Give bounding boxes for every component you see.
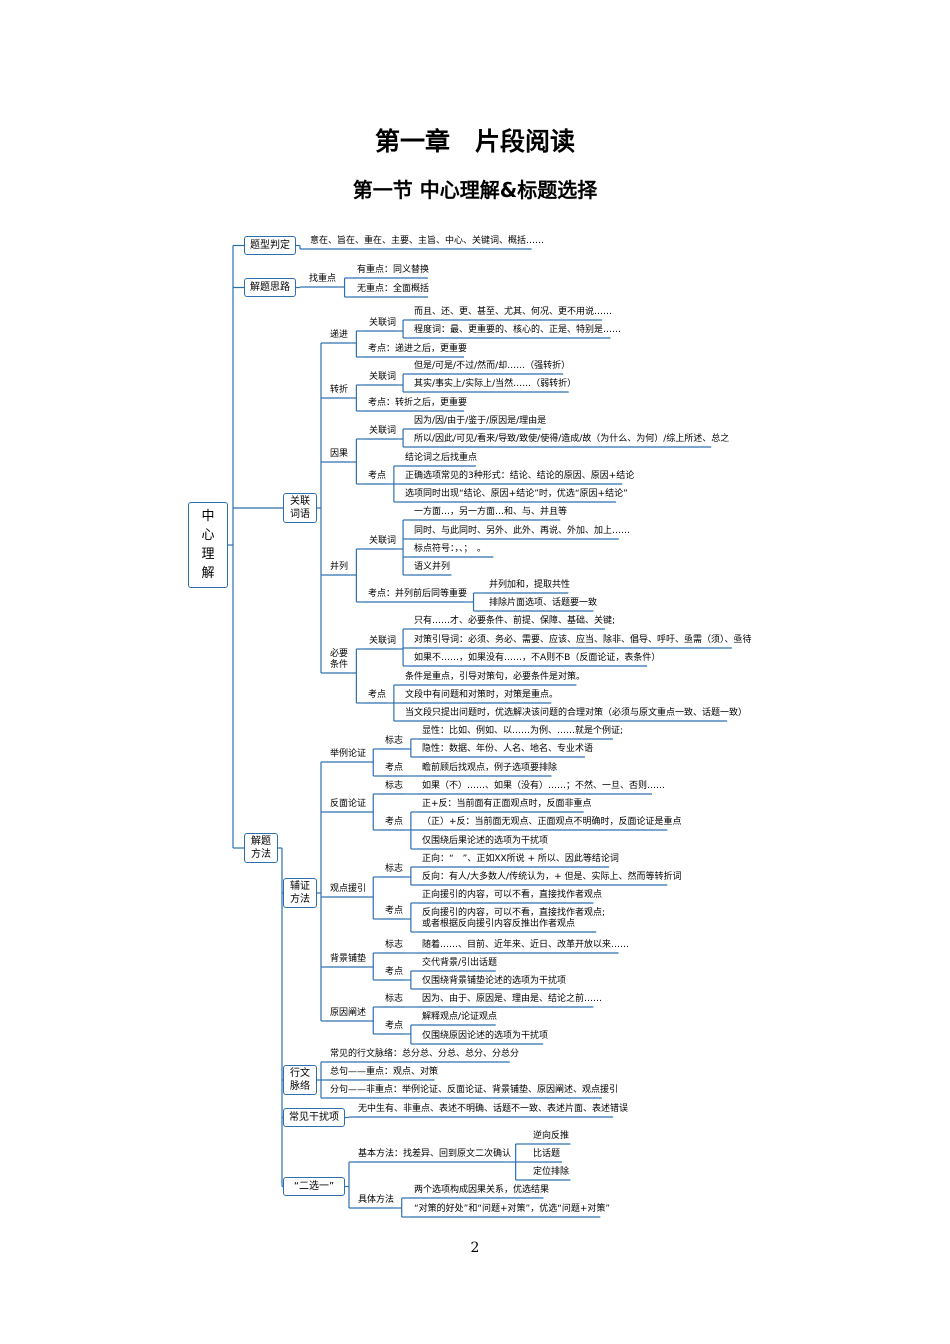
node-yg-2: 所以/因此/可见/看来/导致/致使/使得/造成/故（为什么、为何）/综上所述、总… — [414, 434, 730, 444]
node-fanmian: 反面论证 — [330, 799, 367, 809]
node-jl-2: 隐性：数据、年份、人名、地名、专业术语 — [422, 744, 594, 754]
node-xw-2: 总句——重点：观点、对策 — [330, 1067, 439, 1077]
node-tixing: 题型判定 — [244, 236, 296, 255]
node-ex-jb2: 比话题 — [533, 1149, 561, 1159]
node-biyao: 必要 条件 — [330, 649, 349, 670]
node-yg-kd: 考点 — [368, 471, 387, 481]
node-bl-4: 语义并列 — [414, 562, 451, 572]
node-by-k3: 当文段只提出问题时，优选解决该问题的合理对策（必须与原文重点一致、话题一致） — [405, 708, 748, 718]
node-bj-k2: 仅围绕背景铺垫论述的选项为干扰项 — [422, 976, 567, 986]
node-dj-1: 而且、还、更、甚至、尤其、何况、更不用说…… — [414, 307, 613, 317]
node-bj-bz: 标志 — [385, 940, 404, 950]
node-ex-jb3: 定位排除 — [533, 1167, 570, 1177]
node-gd-k2: 反向援引的内容，可以不看，直接找作者观点; 或者根据反向援引内容反推出作者观点 — [422, 908, 606, 929]
node-bl-k1: 并列加和，提取共性 — [489, 580, 571, 590]
node-yy-kd: 考点 — [385, 1021, 404, 1031]
node-yuanyin: 原因阐述 — [330, 1008, 367, 1018]
node-yy-1: 因为、由于、原因是、理由是、结论之前…… — [422, 994, 603, 1004]
node-beijing: 背景铺垫 — [330, 954, 367, 964]
node-ex-jt2: “对策的好处”和“问题+对策”，优选“问题+对策” — [414, 1204, 611, 1214]
node-xw-3: 分句——非重点：举例论证、反面论证、背景铺垫、原因阐述、观点援引 — [330, 1085, 619, 1095]
node-by-k1: 条件是重点，引导对策句，必要条件是对策。 — [405, 672, 586, 682]
node-gd-2: 反向：有人/大多数人/传统认为，+ 但是、实际上、然而等转折词 — [422, 872, 682, 882]
node-jl-k1: 瞻前顾后找观点，例子选项要排除 — [422, 763, 558, 773]
node-by-2: 对策引导词：必须、务必、需要、应该、应当、除非、倡导、呼吁、亟需（须）、亟待 — [414, 635, 752, 645]
node-bl-1: 一方面…，另一方面…和、与、并且等 — [414, 507, 568, 517]
node-bl-gl: 关联词 — [369, 536, 397, 546]
node-yg-k1: 结论词之后找重点 — [405, 453, 478, 463]
node-xingwen: 行文 脉络 — [283, 1065, 317, 1095]
node-fuzheng: 辅证 方法 — [283, 878, 317, 908]
node-jl-kd: 考点 — [385, 763, 404, 773]
node-ex-jb: 基本方法：找差异、回到原文二次确认 — [358, 1149, 512, 1159]
chapter-title: 第一章 片段阅读 — [374, 127, 575, 156]
node-guanlian: 关联 词语 — [283, 493, 317, 523]
node-jieti: 解题思路 — [244, 278, 296, 297]
section-title: 第一节 中心理解&标题选择 — [352, 178, 598, 202]
node-guandian: 观点援引 — [330, 884, 367, 894]
node-ex-jb1: 逆向反推 — [533, 1131, 570, 1141]
node-fm-bz: 标志 — [385, 781, 404, 791]
node-yg-k2: 正确选项常见的3种形式：结论、结论的原因、原因+结论 — [405, 471, 635, 481]
node-yy-bz: 标志 — [385, 994, 404, 1004]
node-zz-1: 但是/可是/不过/然而/却……（强转折） — [414, 361, 571, 371]
node-zz-gl: 关联词 — [369, 372, 397, 382]
node-fm-k2: （正）+反：当前面无观点、正面观点不明确时，反面论证是重点 — [422, 817, 682, 827]
node-yg-gl: 关联词 — [369, 426, 397, 436]
node-you: 有重点：同义替换 — [357, 265, 430, 275]
node-binglie: 并列 — [330, 562, 349, 572]
node-by-gl: 关联词 — [369, 636, 397, 646]
page-number: 2 — [470, 1240, 480, 1256]
node-by-1: 只有……才、必要条件、前提、保障、基础、关键; — [414, 616, 616, 626]
node-jl-bz: 标志 — [385, 736, 404, 746]
node-bl-kd: 考点：并列前后同等重要 — [368, 589, 468, 599]
node-zz-2: 其实/事实上/实际上/当然……（弱转折） — [414, 379, 577, 389]
node-erxuan: “二选一” — [283, 1177, 345, 1196]
node-gd-k1: 正向援引的内容，可以不看，直接找作者观点 — [422, 890, 603, 900]
node-ex-jt: 具体方法 — [358, 1195, 395, 1205]
node-by-kd: 考点 — [368, 690, 387, 700]
node-jvli: 举例论证 — [330, 749, 367, 759]
node-fm-1: 如果（不）……、如果（没有）……；不然、一旦、否则…… — [422, 781, 666, 791]
node-cj-1: 无中生有、非重点、表述不明确、话题不一致、表述片面、表述错误 — [358, 1104, 629, 1114]
node-bj-k1: 交代背景/引出话题 — [422, 958, 498, 968]
node-fm-k3: 仅围绕后果论述的选项为干扰项 — [422, 836, 549, 846]
node-dj-kd: 考点：递进之后，更重要 — [368, 344, 468, 354]
node-tixing-c: 意在、旨在、重在、主要、主旨、中心、关键词、概括…… — [310, 236, 545, 246]
node-dj-gl: 关联词 — [369, 318, 397, 328]
node-fm-kd: 考点 — [385, 817, 404, 827]
node-dijin: 递进 — [330, 330, 349, 340]
node-ex-jt1: 两个选项构成因果关系，优选结果 — [414, 1185, 550, 1195]
node-by-k2: 文段中有问题和对策时，对策是重点。 — [405, 690, 559, 700]
node-yinguo: 因果 — [330, 449, 349, 459]
node-yg-k3: 选项同时出现“结论、原因+结论”时，优选“原因+结论” — [405, 489, 628, 499]
node-zz-kd: 考点：转折之后，更重要 — [368, 398, 468, 408]
node-bl-3: 标点符号：，、； 。 — [414, 544, 487, 554]
node-yy-k1: 解释观点/论证观点 — [422, 1012, 498, 1022]
node-gd-bz: 标志 — [385, 864, 404, 874]
node-yy-k2: 仅围绕原因论述的选项为干扰项 — [422, 1031, 549, 1041]
node-zhuanzhe: 转折 — [330, 385, 349, 395]
node-jl-1: 显性：比如、例如、以……为例、……就是个例证; — [422, 726, 624, 736]
node-bl-2: 同时、与此同时、另外、此外、再说、外加、加上…… — [414, 526, 631, 536]
node-gd-1: 正向：“ ”、正如XX所说 + 所以、因此等结论词 — [422, 854, 619, 864]
node-bj-1: 随着……、目前、近年来、近日、改革开放以来…… — [422, 940, 630, 950]
node-xw-1: 常见的行文脉络：总分总、分总、总分、分总分 — [330, 1049, 520, 1059]
node-jietifa: 解题 方法 — [244, 833, 278, 863]
node-dj-2: 程度词：最、更重要的、核心的、正是、特别是…… — [414, 325, 622, 335]
node-zhao: 找重点 — [309, 274, 337, 284]
node-fm-k1: 正+反：当前面有正面观点时，反面非重点 — [422, 799, 592, 809]
node-root: 中 心 理 解 — [188, 502, 228, 588]
node-bl-k2: 排除片面选项、话题要一致 — [489, 598, 598, 608]
node-wu: 无重点：全面概括 — [357, 284, 430, 294]
node-gd-kd: 考点 — [385, 906, 404, 916]
node-by-3: 如果不……，如果没有……，不A则不B（反面论证，表条件） — [414, 653, 661, 663]
node-yg-1: 因为/因/由于/鉴于/原因是/理由是 — [414, 416, 547, 426]
node-bj-kd: 考点 — [385, 967, 404, 977]
node-changjian: 常见干扰项 — [283, 1108, 345, 1127]
